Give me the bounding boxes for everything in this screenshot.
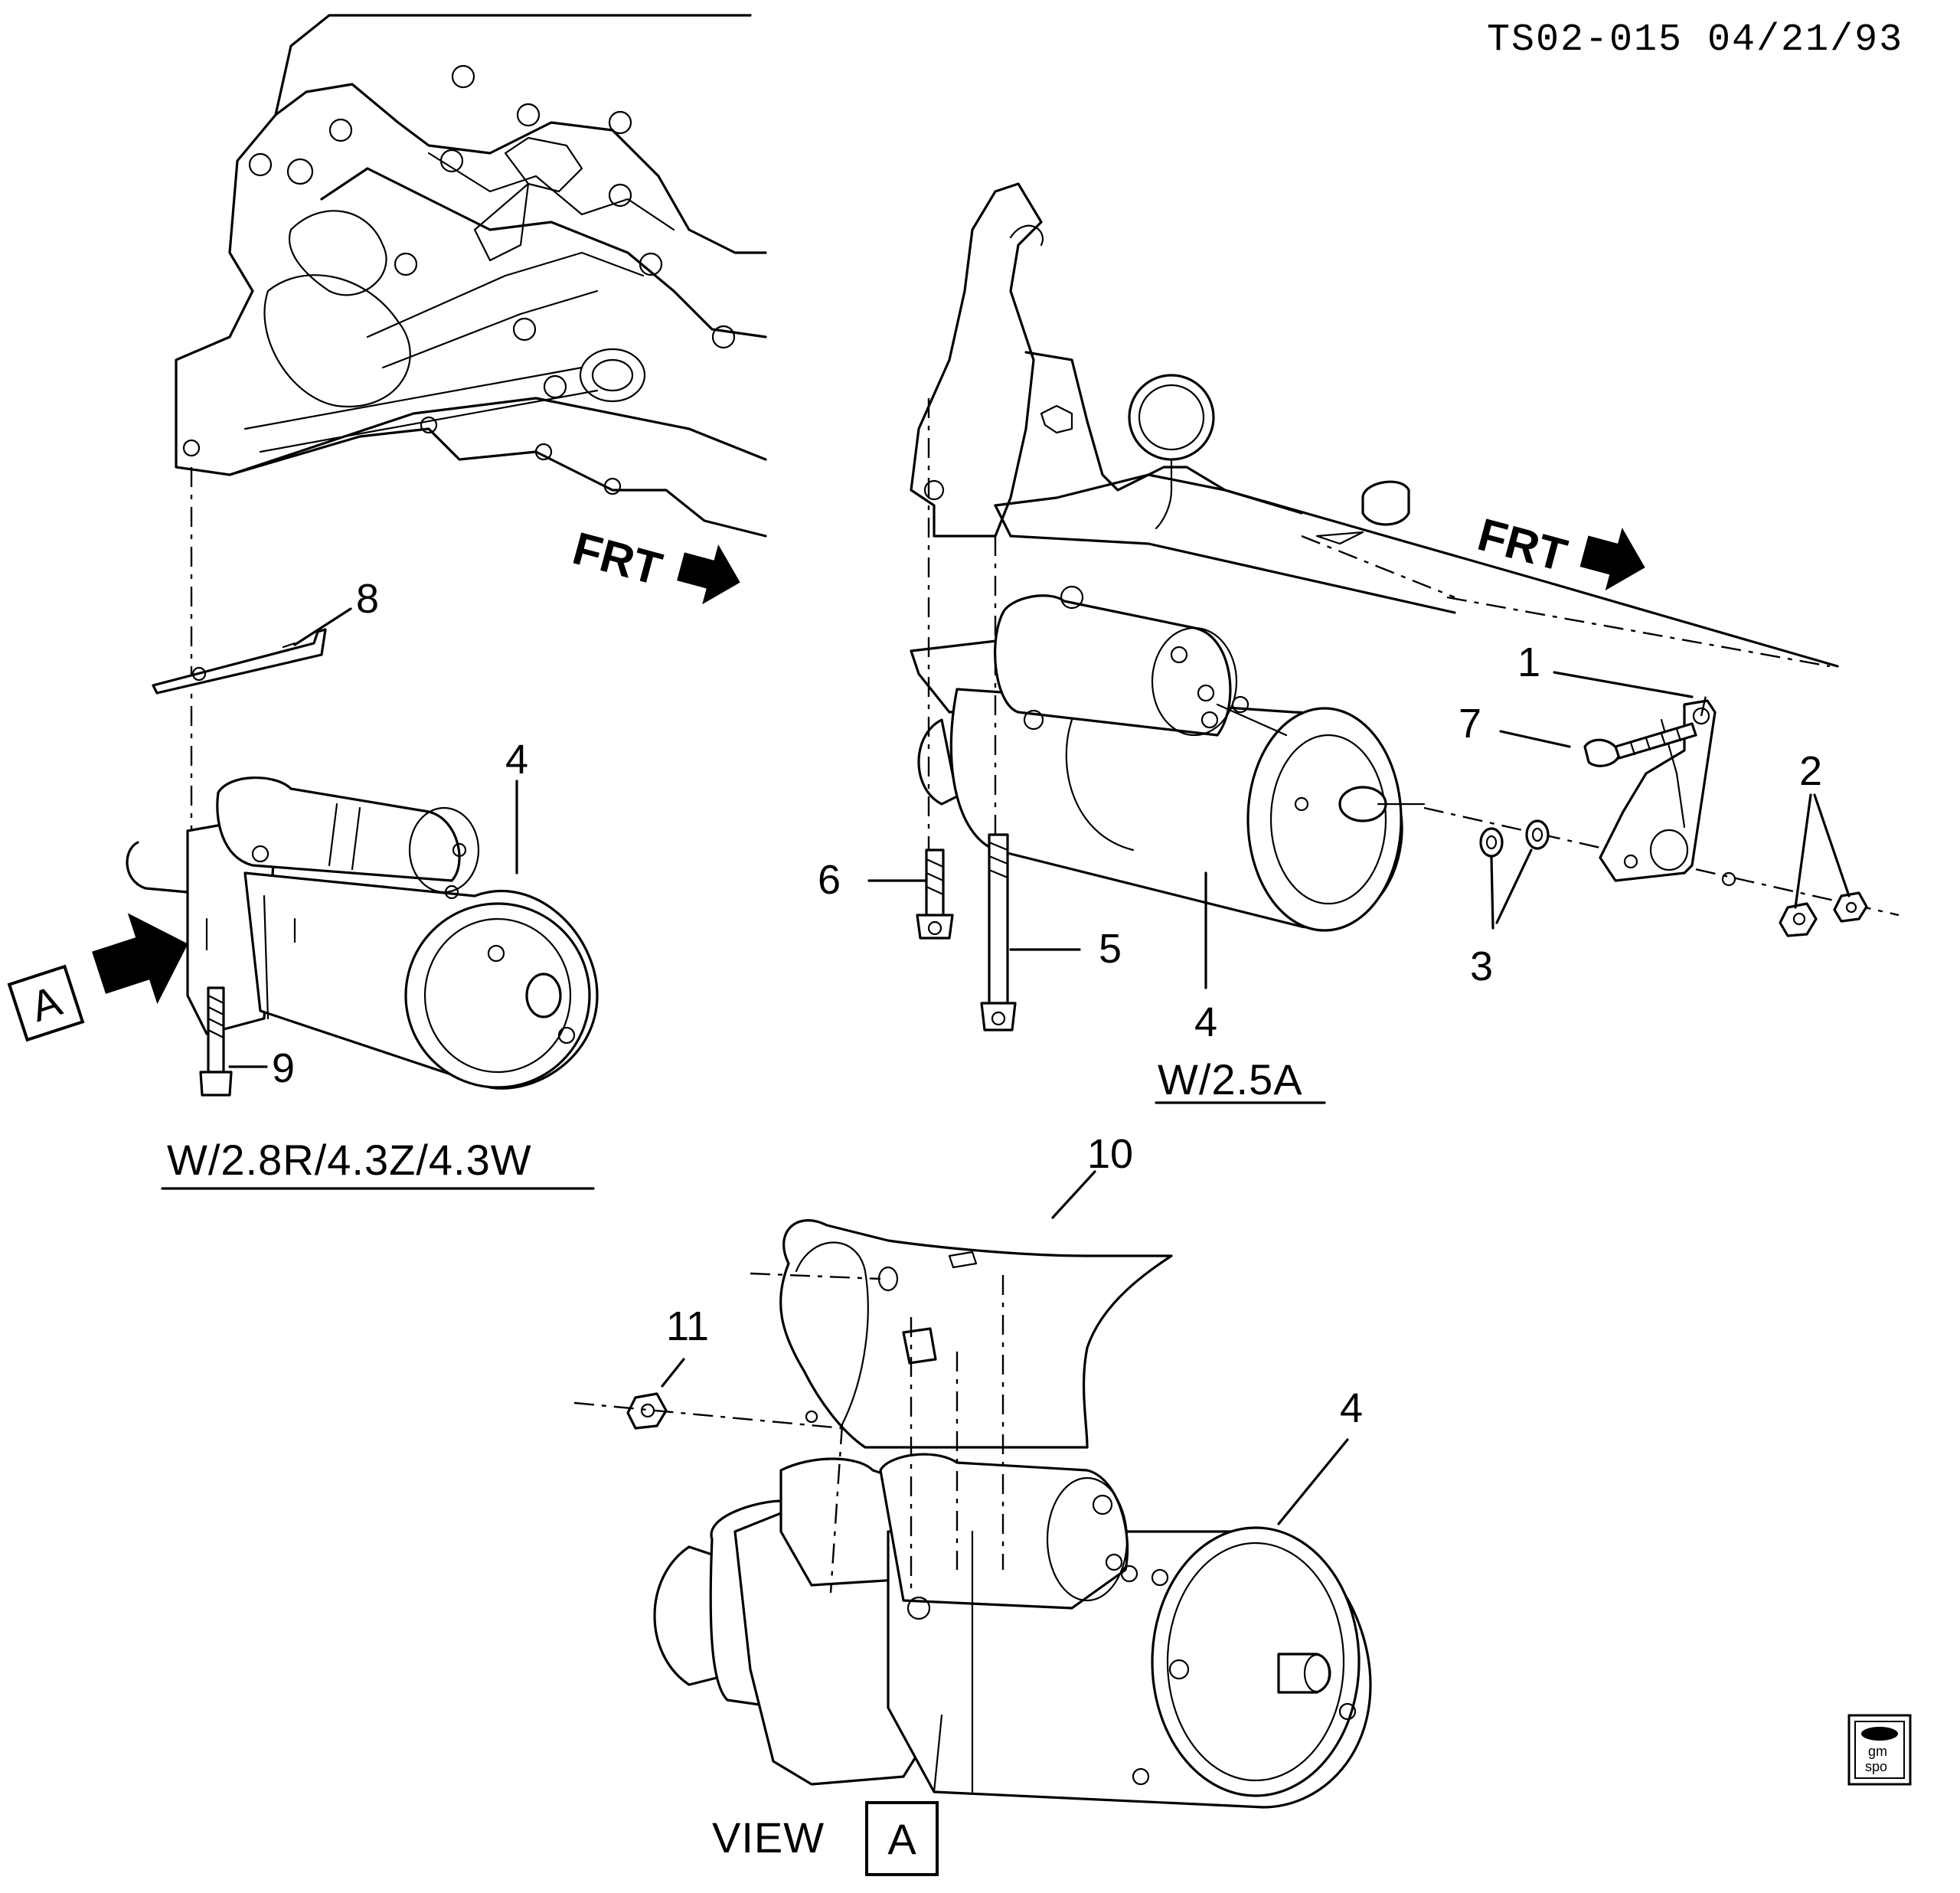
part-9-bolt	[199, 986, 233, 1097]
callout-9: 9	[272, 1045, 296, 1091]
callout-10: 10	[1087, 1131, 1134, 1177]
logo-text-gm: gm	[1868, 1744, 1888, 1759]
part-7-bolt	[1583, 722, 1697, 767]
part-11-nut	[626, 1392, 668, 1430]
callout-8: 8	[356, 576, 380, 622]
part-10-shield	[779, 1219, 1173, 1449]
callout-4-bottom: 4	[1340, 1385, 1364, 1431]
callout-4-left: 4	[505, 737, 529, 783]
part-3-washers	[1479, 819, 1550, 858]
view-a-arrow	[92, 913, 188, 1005]
part-8-bracket	[152, 628, 327, 695]
starter-motor-right	[910, 585, 1426, 932]
callout-6: 6	[818, 857, 841, 903]
part-2-nuts	[1779, 891, 1868, 937]
front-direction-arrow-right	[1579, 528, 1645, 591]
caption-left-engines: W/2.8R/4.3Z/4.3W	[167, 1136, 532, 1184]
gm-spo-logo	[1847, 1714, 1912, 1786]
callout-5: 5	[1099, 926, 1122, 972]
callout-1: 1	[1517, 639, 1541, 685]
part-6-bolt	[916, 848, 954, 940]
front-direction-arrow-left	[677, 544, 740, 605]
starter-motor-bottom	[653, 1453, 1372, 1809]
part-1-bracket	[1599, 699, 1736, 887]
view-a-box-bottom: A	[865, 1801, 939, 1876]
view-caption: VIEW	[712, 1813, 825, 1862]
callout-11: 11	[666, 1303, 710, 1349]
starter-motor-left	[126, 776, 599, 1090]
callout-4-right: 4	[1194, 999, 1218, 1045]
callout-2: 2	[1799, 748, 1823, 794]
engine-block-left	[175, 14, 767, 538]
part-5-stud	[980, 833, 1017, 1032]
document-id: TS02-015 04/21/93	[1487, 18, 1904, 62]
callout-3: 3	[1470, 943, 1494, 989]
caption-right-engine: W/2.5A	[1158, 1055, 1303, 1103]
logo-text-spo: spo	[1865, 1759, 1888, 1774]
callout-7: 7	[1459, 701, 1482, 747]
engine-block-right	[910, 182, 1839, 668]
